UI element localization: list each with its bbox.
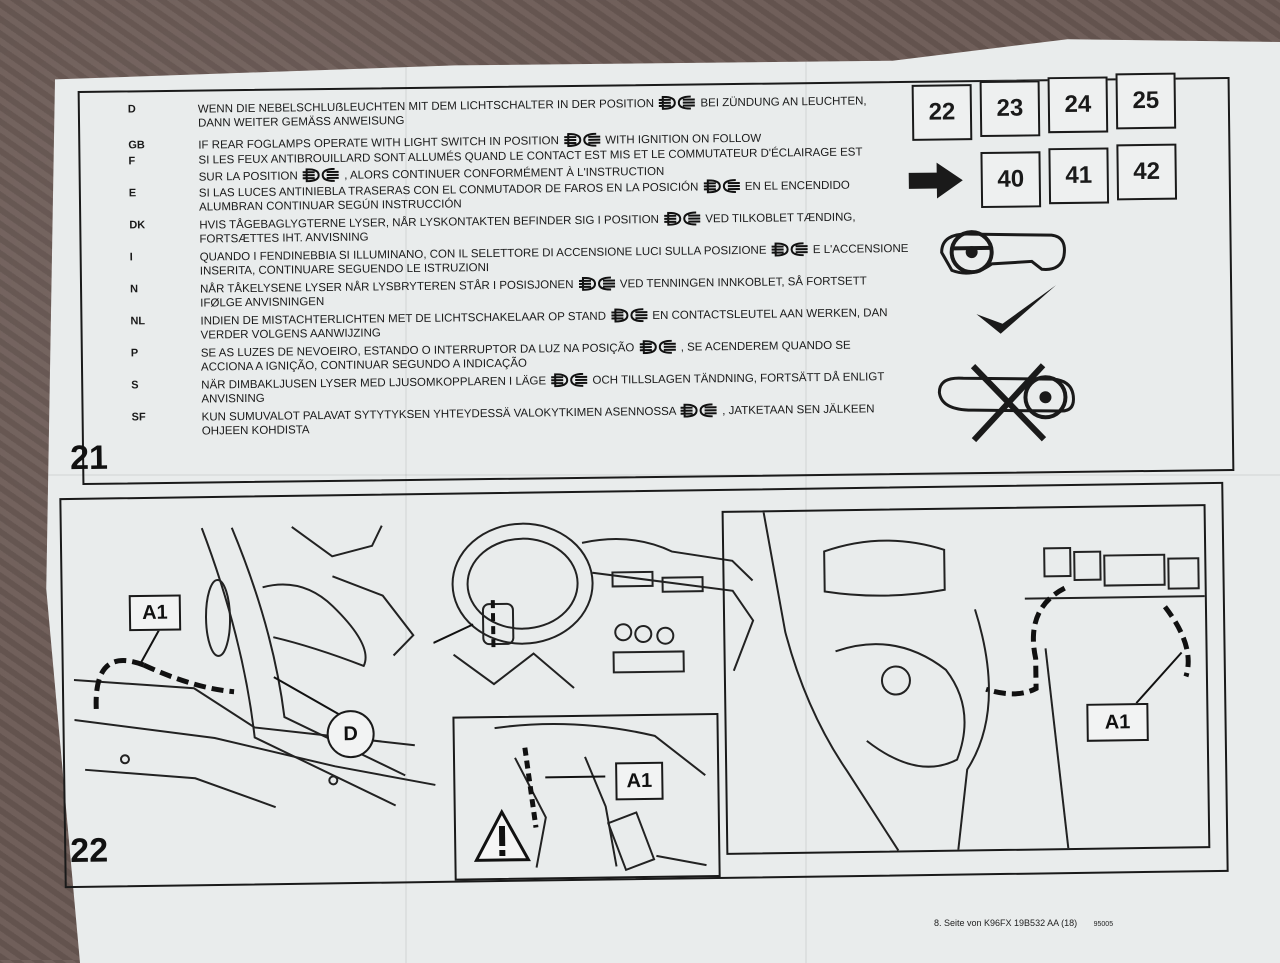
callout-a1: A1 — [615, 762, 664, 801]
instruction-text: SE AS LUZES DE NEVOEIRO, ESTANDO O INTER… — [201, 337, 941, 375]
check-mark-icon — [972, 279, 1063, 340]
footer-code: 95005 — [1094, 921, 1113, 928]
instruction-post: , ALORS CONTINUER CONFORMÉMENT À L'INSTR… — [344, 166, 664, 182]
step-reference-22[interactable]: 22 — [912, 84, 973, 141]
step-reference-24[interactable]: 24 — [1048, 76, 1109, 133]
instruction-post: , JATKETAAN SEN JÄLKEEN — [722, 403, 874, 417]
step-reference-41[interactable]: 41 — [1048, 147, 1109, 204]
instruction-pre: WENN DIE NEBELSCHLUẞLEUCHTEN MIT DEM LIC… — [198, 98, 654, 116]
instruction-line2: IFØLGE ANVISNINGEN — [200, 296, 324, 310]
callout-a1: A1 — [1086, 703, 1149, 742]
panel-21: D WENN DIE NEBELSCHLUẞLEUCHTEN MIT DEM LI… — [78, 77, 1235, 485]
instruction-pre: INDIEN DE MISTACHTERLICHTEN MET DE LICHT… — [200, 311, 606, 328]
fog-lamp-symbol-icon — [562, 133, 602, 147]
detail-subframe: A1 — [452, 713, 720, 881]
instruction-post: , SE ACENDEREM QUANDO SE — [681, 340, 851, 354]
language-code: S — [131, 378, 139, 392]
instruction-text: KUN SUMUVALOT PALAVAT SYTYTYKSEN YHTEYDE… — [202, 401, 942, 439]
fog-lamp-symbol-icon — [577, 276, 617, 290]
instruction-text: HVIS TÅGEBAGLYGTERNE LYSER, NÅR LYSKONTA… — [199, 209, 939, 247]
instruction-post: EN CONTACTSLEUTEL AAN WERKEN, DAN — [652, 307, 887, 322]
instruction-pre: KUN SUMUVALOT PALAVAT SYTYTYKSEN YHTEYDE… — [202, 406, 676, 424]
instruction-line2: INSERITA, CONTINUARE SEGUENDO LE ISTRUZI… — [200, 262, 489, 278]
fog-lamp-symbol-icon — [770, 242, 810, 256]
fog-lamp-symbol-icon — [301, 168, 341, 182]
language-code: I — [130, 250, 133, 264]
panel-22: 22 A1 D — [59, 482, 1228, 888]
fog-lamp-symbol-icon — [637, 340, 677, 354]
language-code: SF — [132, 410, 146, 424]
instruction-pre: NÄR DIMBAKLJUSEN LYSER MED LJUSOMKOPPLAR… — [201, 375, 546, 391]
language-code: GB — [128, 138, 145, 152]
language-code: NL — [130, 314, 145, 328]
instruction-line2: ALUMBRAN CONTINUAR SEGÚN INSTRUCCIÓN — [199, 198, 462, 213]
instruction-pre: SUR LA POSITION — [199, 170, 298, 183]
language-code: DK — [129, 218, 145, 232]
steering-wheel-icon — [931, 221, 1072, 283]
instruction-pre: SI LAS LUCES ANTINIEBLA TRASERAS CON EL … — [199, 181, 699, 199]
warning-triangle-icon — [472, 808, 533, 865]
instruction-post: VED TILKOBLET TÆNDING, — [705, 212, 855, 226]
instruction-post: VED TENNINGEN INNKOBLET, SÅ FORTSETT — [620, 275, 867, 290]
language-code: N — [130, 282, 138, 296]
step-reference-42[interactable]: 42 — [1116, 144, 1177, 201]
language-code: E — [129, 186, 137, 200]
steering-column-drawing — [724, 506, 1209, 853]
fog-lamp-symbol-icon — [549, 373, 589, 387]
fog-lamp-symbol-icon — [609, 308, 649, 322]
panel-number: 22 — [70, 832, 108, 872]
fog-lamp-symbol-icon — [662, 211, 702, 225]
language-code: D — [128, 102, 136, 116]
cross-mark-icon — [933, 359, 1094, 451]
instruction-post: OCH TILLSLAGEN TÄNDNING, FORTSÄTT DÅ ENL… — [592, 371, 884, 387]
instruction-line2: VERDER VOLGENS AANWIJZING — [201, 327, 381, 341]
callout-a1: A1 — [129, 594, 181, 631]
instruction-text: NÅR TÅKELYSENE LYSER NÅR LYSBRYTEREN STÅ… — [200, 273, 940, 311]
step-reference-40[interactable]: 40 — [980, 151, 1041, 208]
under-dash-left-drawing — [72, 515, 446, 820]
instruction-text: QUANDO I FENDINEBBIA SI ILLUMINANO, CON … — [200, 241, 940, 279]
footer-text: 8. Seite von K96FX 19B532 AA (18) — [934, 918, 1077, 928]
instruction-line2: ANVISNING — [201, 393, 264, 406]
instruction-post: EN EL ENCENDIDO — [745, 180, 850, 193]
fog-lamp-symbol-icon — [701, 179, 741, 193]
arrow-right-icon — [907, 160, 967, 201]
panel-number: 21 — [70, 439, 108, 478]
instruction-line2: ACCIONA A IGNIÇÃO, CONTINUAR SEGUNDO A I… — [201, 358, 527, 374]
fog-lamp-symbol-icon — [679, 403, 719, 417]
instruction-line2: OHJEEN KOHDISTA — [202, 424, 310, 437]
step-reference-25[interactable]: 25 — [1115, 73, 1176, 130]
instruction-pre: HVIS TÅGEBAGLYGTERNE LYSER, NÅR LYSKONTA… — [199, 214, 659, 232]
language-code: F — [128, 154, 135, 168]
page-footer: 8. Seite von K96FX 19B532 AA (18) 95005 — [934, 918, 1113, 928]
instruction-pre: NÅR TÅKELYSENE LYSER NÅR LYSBRYTEREN STÅ… — [200, 279, 574, 296]
instruction-text: INDIEN DE MISTACHTERLICHTEN MET DE LICHT… — [200, 305, 940, 343]
language-code: P — [131, 346, 139, 360]
instruction-line2: FORTSÆTTES IHT. ANVISNING — [199, 232, 368, 246]
instruction-post: E L'ACCENSIONE — [813, 243, 909, 256]
instruction-post: WITH IGNITION ON FOLLOW — [605, 133, 761, 147]
instruction-pre: SE AS LUZES DE NEVOEIRO, ESTANDO O INTER… — [201, 342, 635, 359]
instruction-pre: QUANDO I FENDINEBBIA SI ILLUMINANO, CON … — [200, 245, 767, 264]
instruction-text: NÄR DIMBAKLJUSEN LYSER MED LJUSOMKOPPLAR… — [201, 369, 941, 407]
right-detail-subframe: A1 — [722, 504, 1211, 855]
step-reference-23[interactable]: 23 — [980, 80, 1041, 137]
instruction-post: BEI ZÜNDUNG AN LEUCHTEN, — [700, 95, 866, 109]
instruction-text: WENN DIE NEBELSCHLUẞLEUCHTEN MIT DEM LIC… — [198, 93, 938, 131]
fog-lamp-symbol-icon — [657, 95, 697, 109]
instruction-line2: DANN WEITER GEMÄSS ANWEISUNG — [198, 115, 405, 130]
